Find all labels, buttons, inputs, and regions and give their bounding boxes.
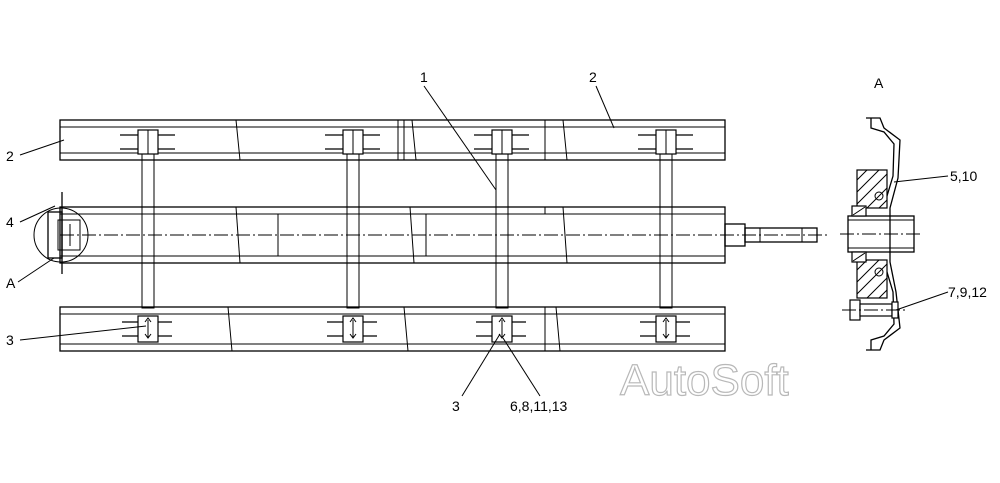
section-view-a bbox=[840, 117, 922, 351]
middle-shaft-bar bbox=[33, 192, 830, 274]
label-item-1: 1 bbox=[420, 69, 428, 85]
top-slat-bar bbox=[59, 119, 726, 161]
label-item-3-left: 3 bbox=[6, 332, 14, 348]
label-view-a-title: A bbox=[874, 75, 884, 91]
bottom-brackets bbox=[122, 315, 690, 343]
bottom-slat-bar bbox=[59, 306, 726, 352]
label-item-4: 4 bbox=[6, 214, 14, 230]
tie-rods bbox=[141, 131, 673, 309]
label-item-7-9-12: 7,9,12 bbox=[948, 284, 987, 300]
leader-lines bbox=[17, 85, 949, 397]
watermark: AutoSoft bbox=[620, 356, 789, 405]
label-item-2-top-right: 2 bbox=[589, 69, 597, 85]
top-brackets bbox=[120, 129, 693, 155]
label-item-5-10: 5,10 bbox=[950, 168, 977, 184]
label-item-6-8-11-13: 6,8,11,13 bbox=[510, 398, 568, 414]
label-view-a-left: A bbox=[6, 275, 16, 291]
label-item-2-left: 2 bbox=[6, 148, 14, 164]
label-item-3-bottom: 3 bbox=[452, 398, 460, 414]
